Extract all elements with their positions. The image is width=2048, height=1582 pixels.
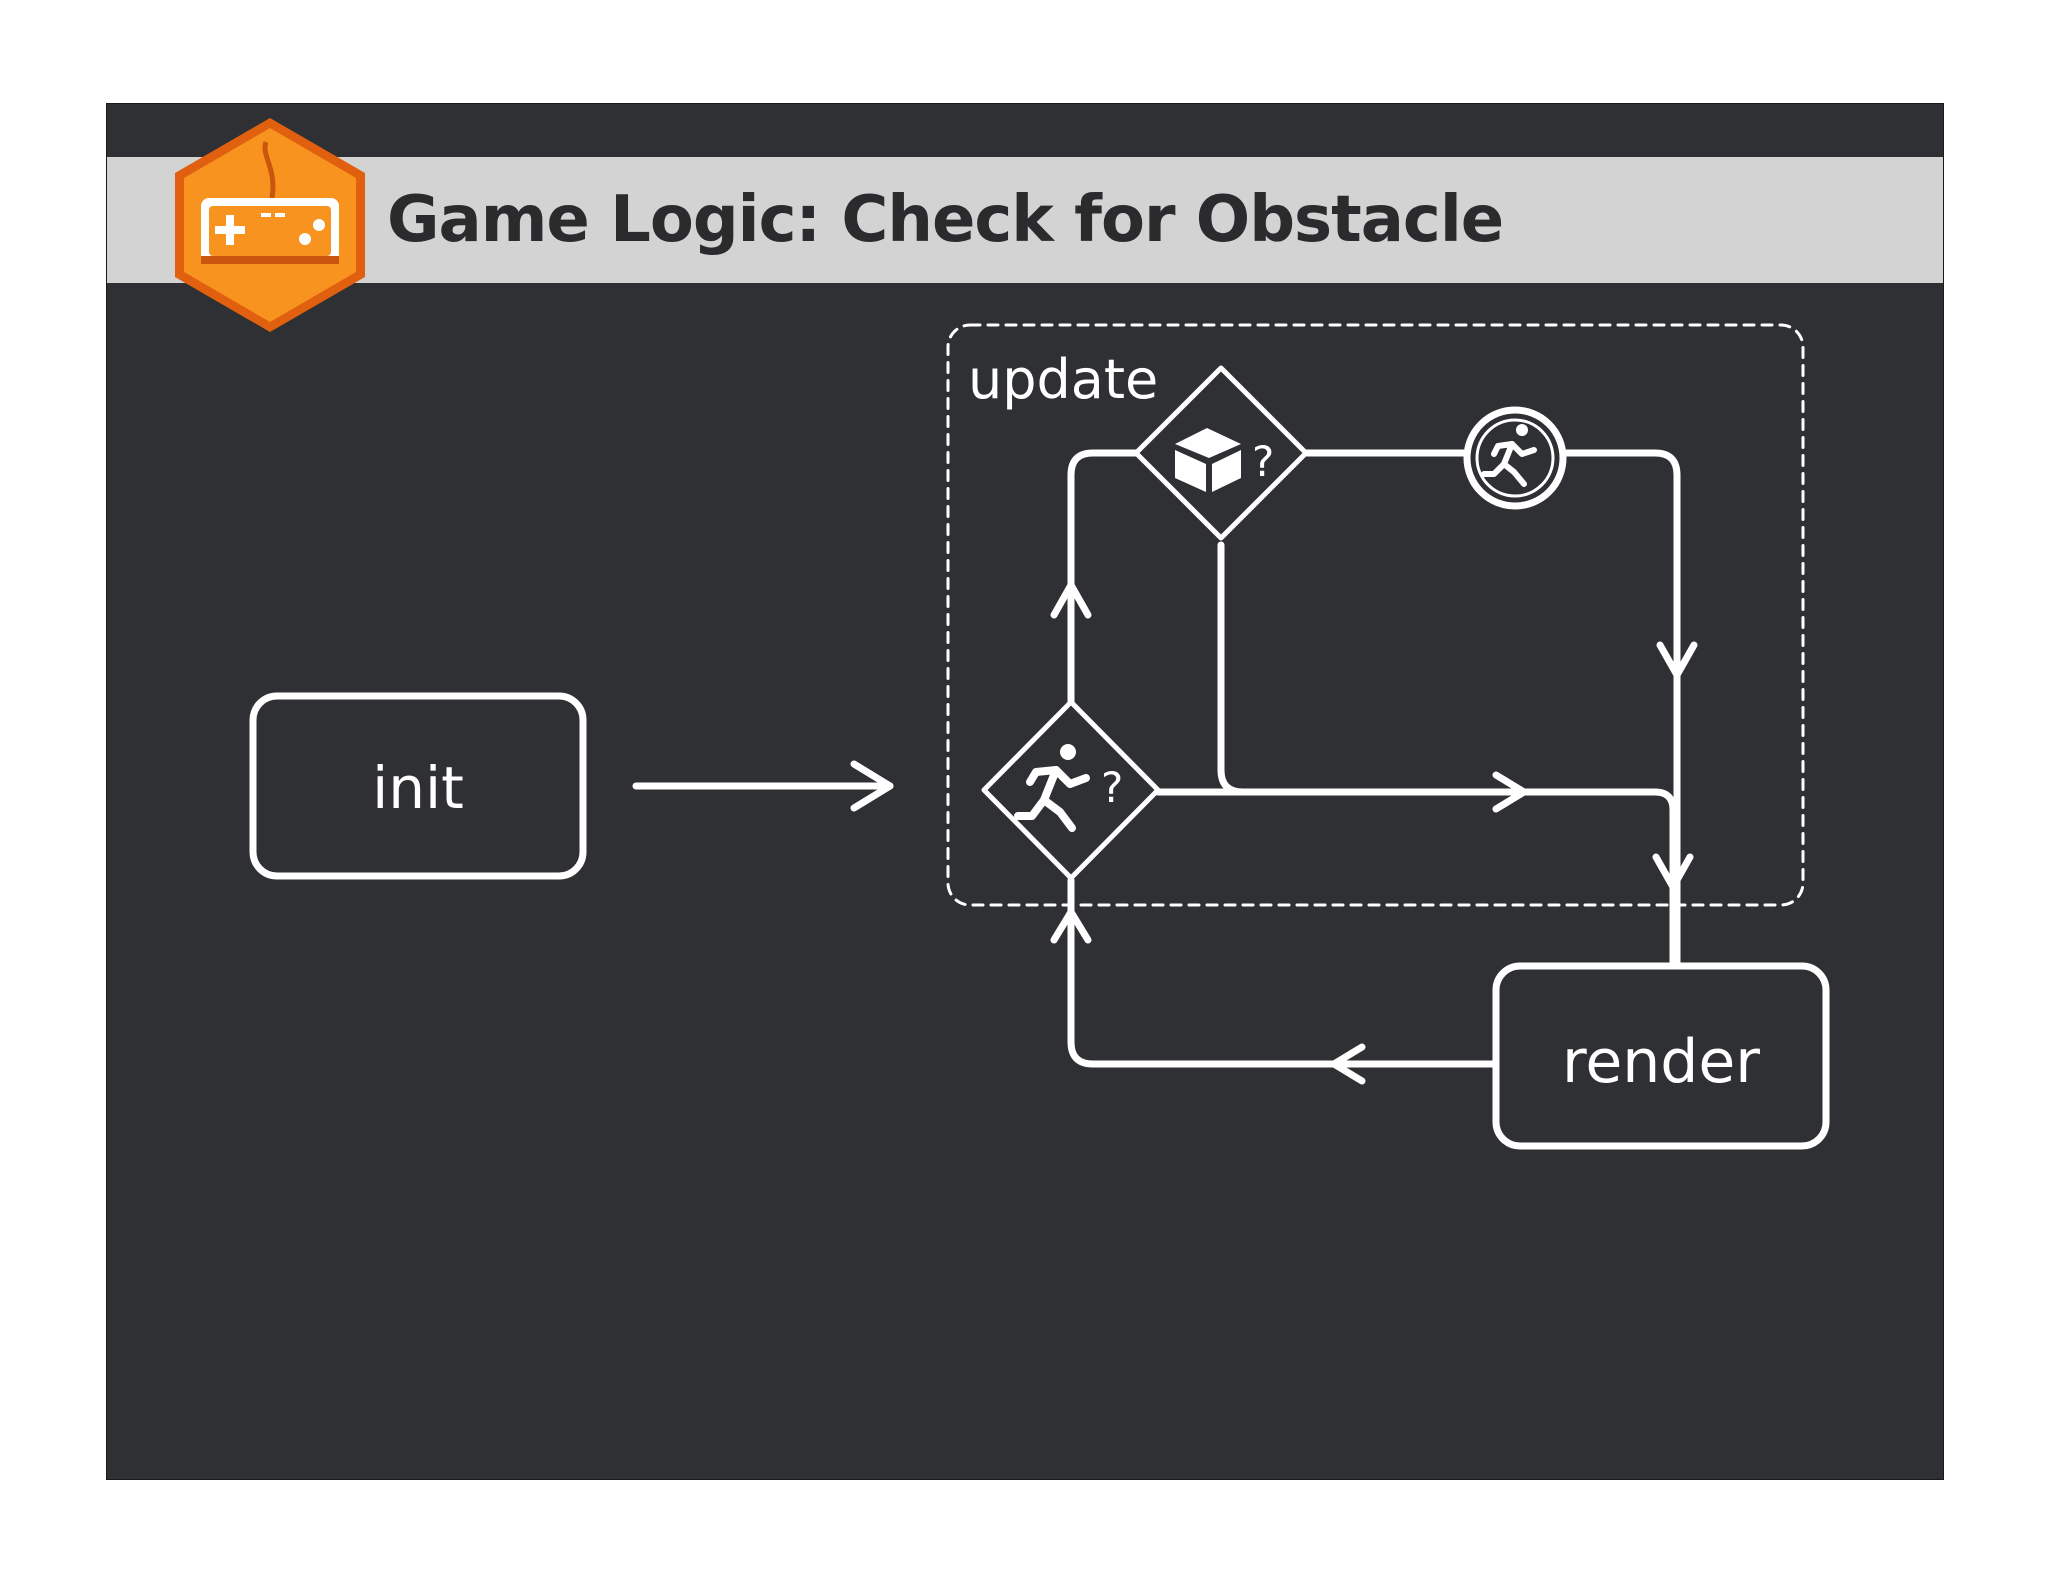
box-icon — [1175, 428, 1241, 492]
render-node — [1492, 962, 1830, 1150]
init-node — [249, 692, 587, 880]
obstacle-no-connector — [1217, 541, 1677, 966]
player-to-obstacle-connector — [1067, 449, 1140, 706]
render-label: render — [1562, 1027, 1760, 1097]
update-label: update — [968, 348, 1158, 411]
obstacle-check-diamond — [1133, 365, 1309, 541]
running-person-icon — [1014, 744, 1090, 832]
game-controller-icon — [175, 118, 365, 332]
running-person-icon — [1481, 424, 1537, 487]
player-check-diamond — [981, 699, 1161, 881]
player-question-mark: ? — [1101, 763, 1123, 812]
page-title: Game Logic: Check for Obstacle — [387, 183, 1504, 257]
update-container — [946, 323, 1805, 907]
jump-action-circle — [1463, 406, 1567, 510]
title-bar: Game Logic: Check for Obstacle — [107, 157, 1943, 283]
init-label: init — [372, 754, 464, 822]
obstacle-question-mark: ? — [1252, 437, 1274, 486]
render-to-update-arrow — [1067, 876, 1497, 1068]
